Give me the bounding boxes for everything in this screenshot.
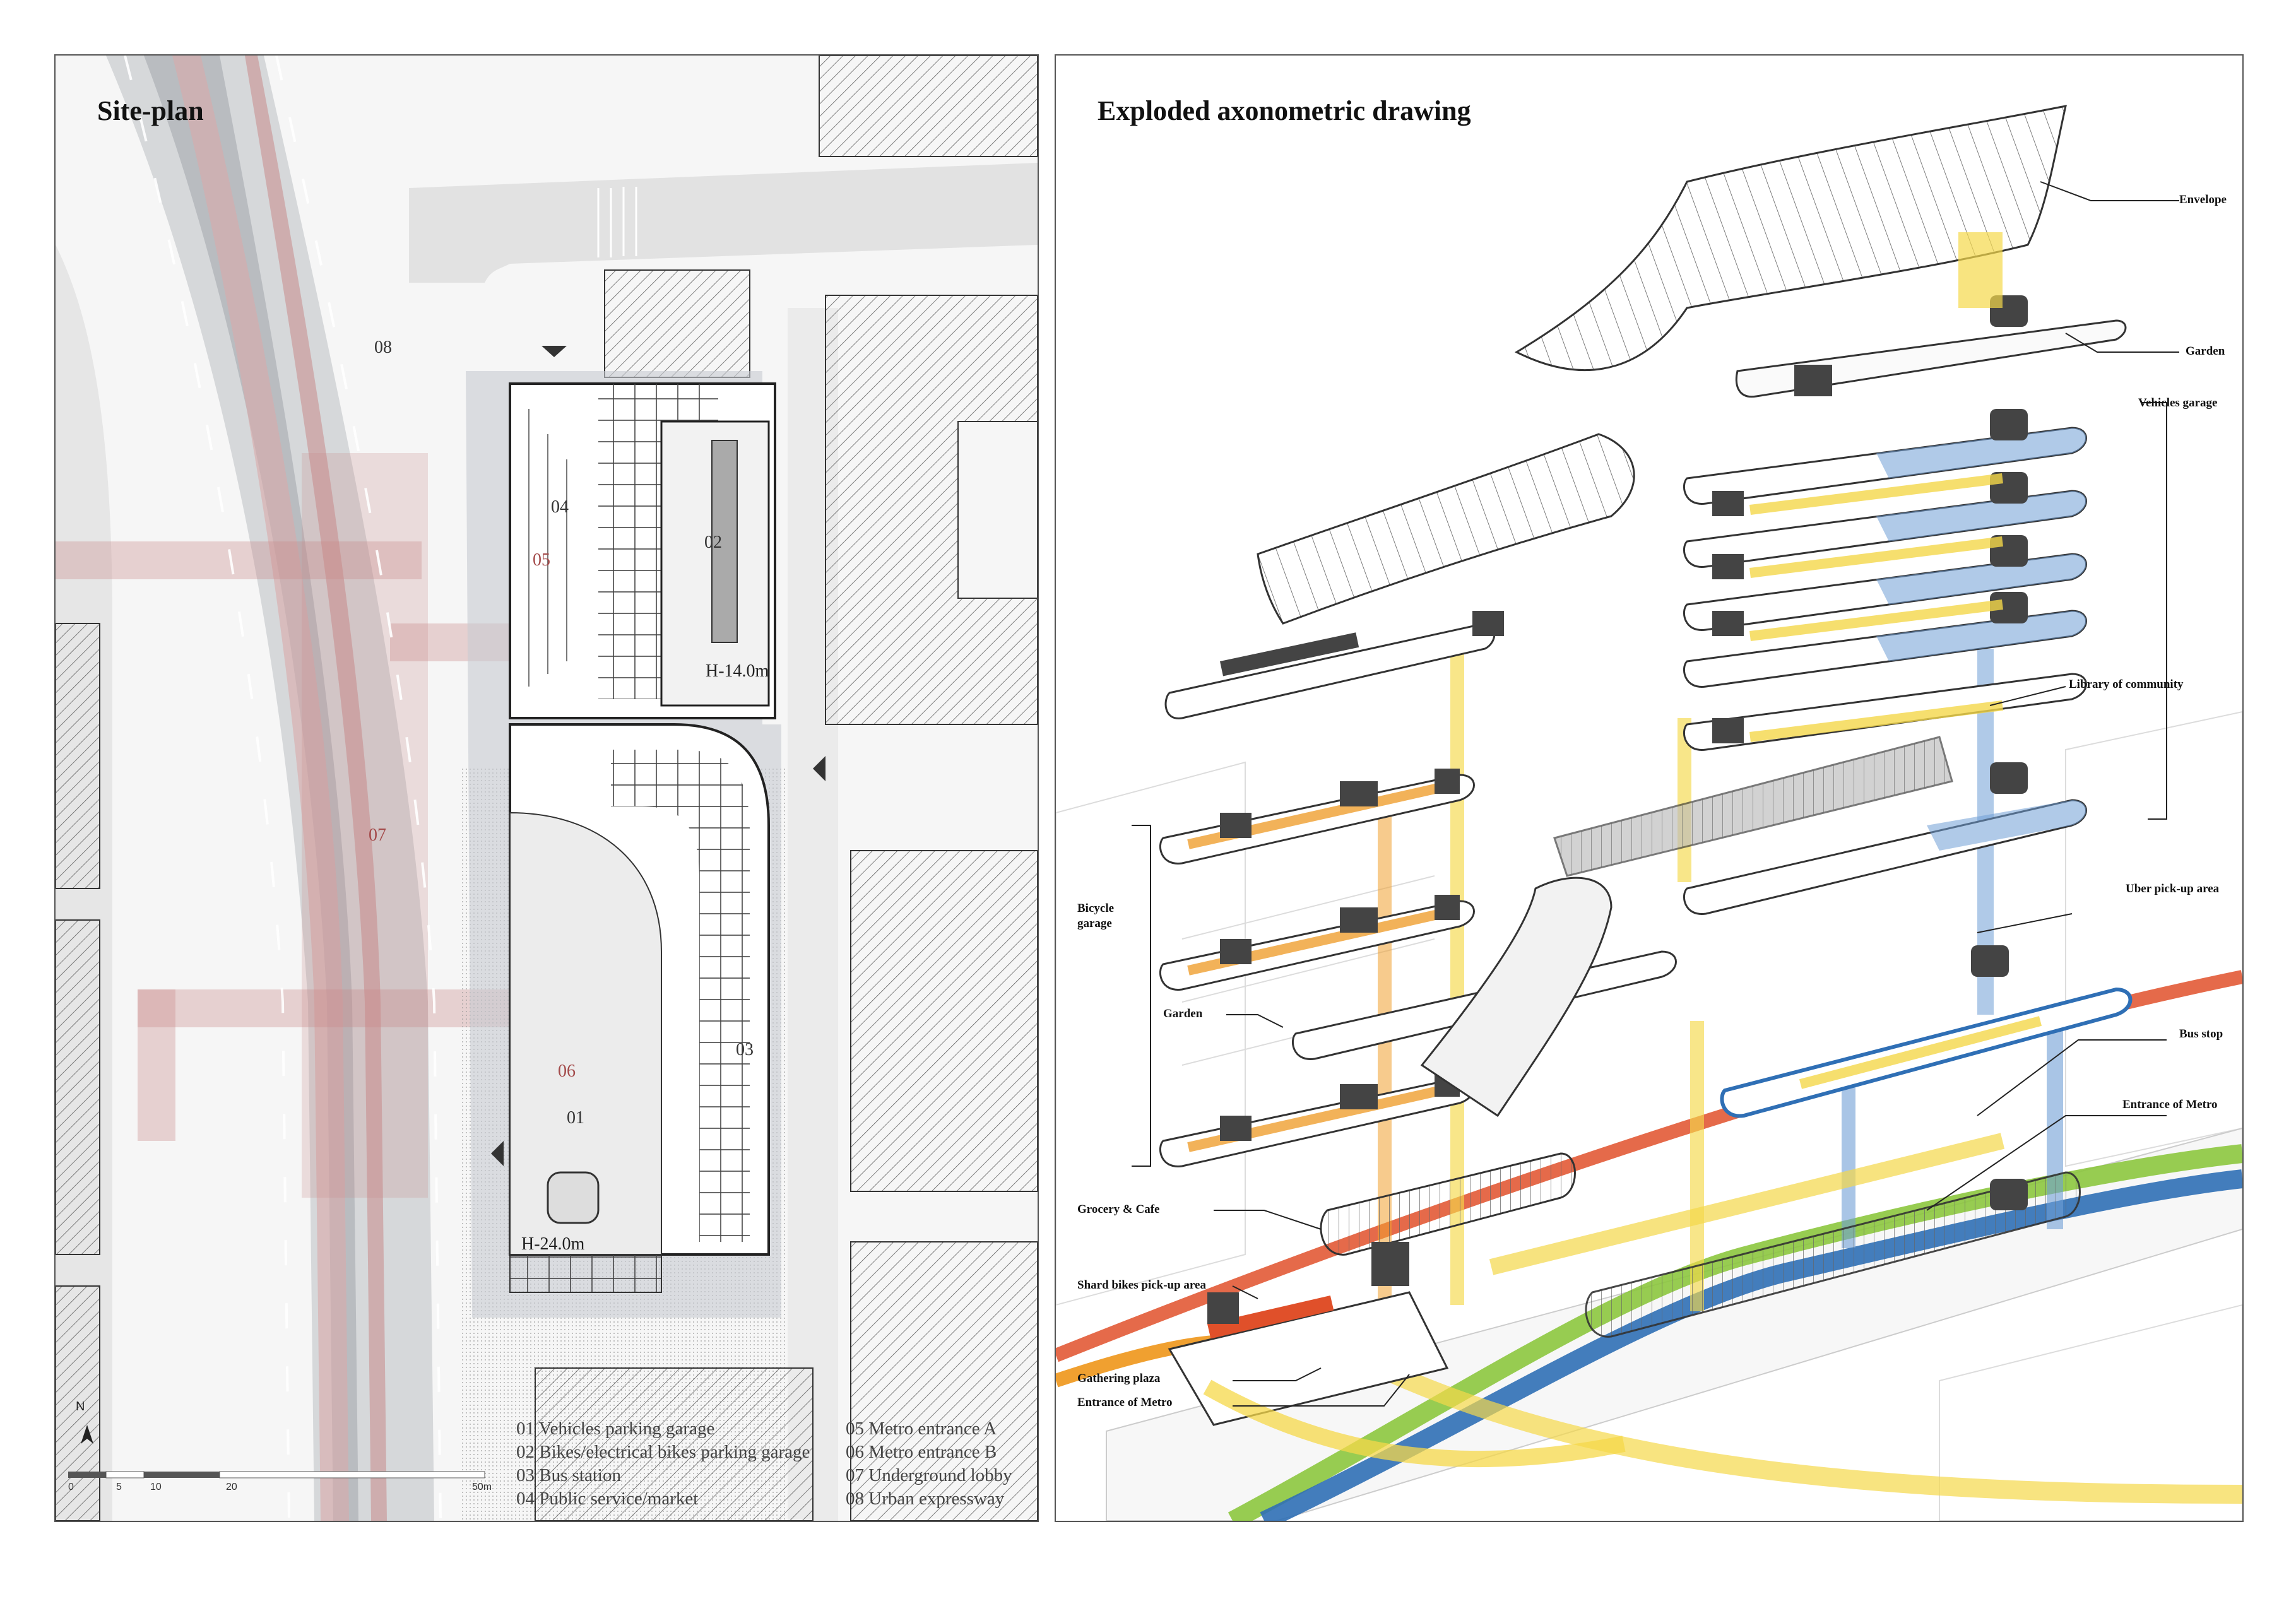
scale-bar: 0 5 10 20 50m: [68, 1444, 523, 1513]
zone-label-01: 01: [567, 1108, 584, 1128]
zone-label-08: 08: [374, 338, 392, 357]
zone-label-04: 04: [551, 497, 569, 517]
label-gathering-plaza: Gathering plaza: [1077, 1372, 1161, 1385]
scale-tick: 5: [116, 1482, 122, 1492]
label-garden-top: Garden: [2186, 345, 2225, 358]
label-metro-entrance-right: Entrance of Metro: [2122, 1098, 2218, 1111]
label-grocery: Grocery & Cafe: [1077, 1203, 1160, 1216]
legend-item: 05 Metro entrance A: [846, 1419, 997, 1439]
legend-item: 04 Public service/market: [516, 1489, 699, 1509]
legend-item: 02 Bikes/electrical bikes parking garage: [516, 1442, 810, 1462]
legend-item: 06 Metro entrance B: [846, 1442, 997, 1462]
site-plan-panel: Site-plan 08 04 05 02 07 03 06 01 H-14.0…: [54, 54, 1039, 1522]
label-metro-entrance-left: Entrance of Metro: [1077, 1396, 1173, 1409]
legend-item: 03 Bus station: [516, 1465, 621, 1485]
label-envelope: Envelope: [2179, 193, 2227, 206]
label-garden-left: Garden: [1163, 1007, 1203, 1020]
legend-item: 07 Underground lobby: [846, 1465, 1012, 1485]
scale-tick: 10: [150, 1482, 162, 1492]
zone-label-03: 03: [736, 1040, 754, 1059]
north-label: N: [76, 1400, 85, 1413]
label-bus-stop: Bus stop: [2179, 1027, 2223, 1041]
north-arrow-icon: N: [68, 1400, 93, 1450]
label-library: Library of community: [2069, 678, 2184, 691]
zone-label-07: 07: [369, 825, 386, 845]
height-label-north-block: H-14.0m: [706, 661, 769, 681]
label-uber: Uber pick-up area: [2126, 882, 2220, 895]
axonometric-drawing: [1056, 105, 2242, 1521]
scale-tick: 0: [68, 1482, 74, 1492]
legend-item: 01 Vehicles parking garage: [516, 1419, 715, 1439]
axonometric-title: Exploded axonometric drawing: [1098, 95, 1471, 126]
height-label-south-block: H-24.0m: [521, 1234, 585, 1254]
label-vehicles-garage: Vehicles garage: [2138, 396, 2218, 410]
zone-label-05: 05: [533, 550, 550, 570]
zone-label-06: 06: [558, 1061, 576, 1081]
axonometric-panel: Exploded axonometric drawing Envelope Ga…: [1055, 54, 2244, 1522]
vehicles-garage-stack: [1683, 409, 2087, 751]
zone-label-02: 02: [704, 533, 722, 552]
scale-tick: 20: [226, 1482, 237, 1492]
label-bicycle-garage: Bicycle garage: [1077, 902, 1115, 930]
site-plan-title: Site-plan: [97, 95, 204, 126]
scale-tick: 50m: [472, 1482, 492, 1492]
site-plan-drawing: [56, 56, 1038, 1521]
label-shared-bikes: Shard bikes pick-up area: [1077, 1278, 1206, 1292]
legend-item: 08 Urban expressway: [846, 1489, 1005, 1509]
